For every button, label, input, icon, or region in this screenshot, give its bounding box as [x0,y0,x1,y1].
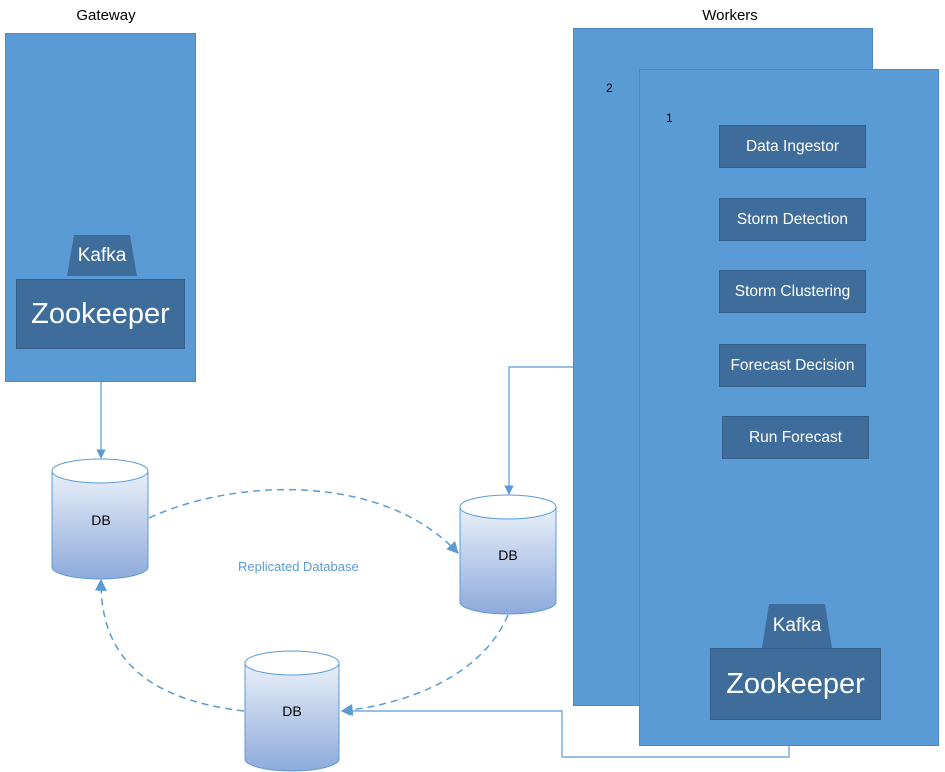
gateway-zookeeper-box: Zookeeper [16,279,185,349]
service-forecast-decision: Forecast Decision [719,344,866,387]
db-left-label: DB [91,512,111,528]
replication-arc-left-to-right [148,488,459,554]
gateway-zookeeper-label: Zookeeper [31,297,170,330]
db-right-label: DB [498,547,518,563]
worker-panel-2-number: 2 [606,81,613,95]
service-run-forecast: Run Forecast [722,416,869,459]
db-bottom-label: DB [282,703,302,719]
db-cylinder-right [459,494,557,615]
db-cylinder-left [51,458,149,580]
worker-panel-1-number: 1 [666,111,673,125]
worker-zookeeper-box: Zookeeper [710,648,881,720]
workers-title: Workers [702,7,758,24]
service-storm-clustering: Storm Clustering [719,270,866,313]
gateway-title: Gateway [76,7,136,24]
worker-kafka-shape [762,604,832,648]
db-cylinder-bottom [244,650,340,772]
worker-kafka-label: Kafka [772,615,822,636]
worker-kafka-box: Kafka [762,604,832,648]
worker-to-bottom-db-arrow [341,706,790,758]
service-data-ingestor: Data Ingestor [719,125,866,168]
gateway-kafka-label: Kafka [77,244,127,266]
worker-zookeeper-label: Zookeeper [726,667,865,700]
service-storm-detection: Storm Detection [719,198,866,241]
worker-to-db-arrow [504,366,573,495]
gateway-kafka-shape [67,235,137,276]
replicated-database-label: Replicated Database [238,559,359,574]
gateway-kafka-box: Kafka [67,235,137,276]
replication-arc-right-to-bottom [340,614,509,716]
replication-arc-bottom-to-left [94,578,245,712]
